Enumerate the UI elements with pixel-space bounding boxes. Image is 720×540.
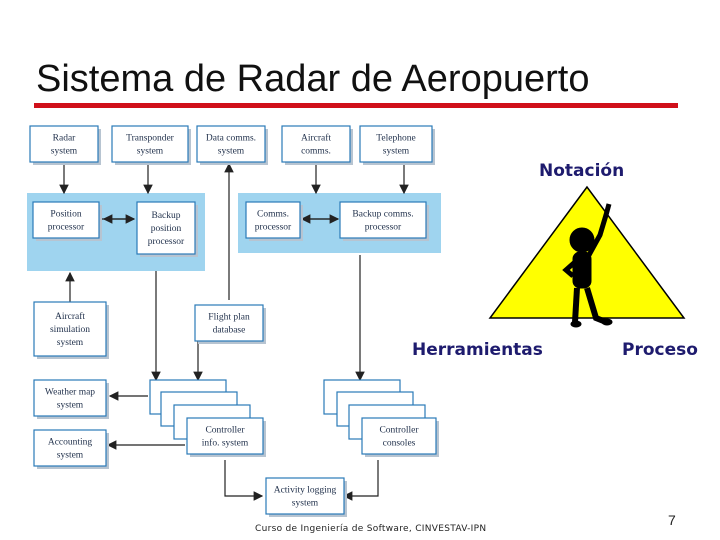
commsproc-label-0: Comms.	[257, 210, 289, 220]
transponder-label-1: system	[137, 147, 164, 157]
flightplan-label-1: database	[213, 326, 246, 336]
position-label-1: processor	[48, 223, 85, 233]
datacomms-box: Data comms. system	[196, 125, 268, 165]
weathermap-label-0: Weather map	[45, 388, 95, 398]
simulation-label-2: system	[57, 338, 84, 348]
radar-label-1: system	[51, 147, 78, 157]
controllerconsoles-box: Controller consoles	[361, 417, 439, 457]
controllerinfo-label-1: info. system	[202, 438, 249, 449]
datacomms-label-0: Data comms.	[206, 134, 256, 144]
process-label: Proceso	[622, 340, 698, 360]
transponder-label-0: Transponder	[126, 134, 175, 144]
accounting-box: Accounting system	[33, 429, 109, 469]
simulation-label-1: simulation	[50, 325, 90, 335]
backupcomms-label-0: Backup comms.	[352, 210, 413, 220]
activitylog-label-0: Activity logging	[274, 486, 337, 496]
tools-label: Herramientas	[412, 340, 543, 360]
telephone-label-1: system	[383, 147, 410, 157]
weathermap-label-1: system	[57, 401, 84, 411]
weathermap-box: Weather map system	[33, 379, 109, 419]
datacomms-label-1: system	[218, 147, 245, 157]
footer-text: Curso de Ingeniería de Software, CINVEST…	[255, 524, 487, 534]
backupcomms-label-1: processor	[365, 223, 402, 233]
flightplan-label-0: Flight plan	[208, 313, 250, 323]
simulation-label-0: Aircraft	[55, 311, 85, 322]
commsproc-box: Comms. processor	[245, 201, 303, 241]
controllerconsoles-label-1: consoles	[383, 439, 416, 449]
backupposition-box: Backup position processor	[136, 201, 198, 257]
flightplan-box: Flight plan database	[194, 304, 266, 344]
slide-title: Sistema de Radar de Aeropuerto	[36, 58, 590, 100]
commsproc-label-1: processor	[255, 223, 292, 233]
aircraftcomms-box: Aircraft comms.	[281, 125, 353, 165]
telephone-box: Telephone system	[359, 125, 435, 165]
controllerinfo-box: Controller info. system	[186, 417, 266, 457]
transponder-box: Transponder system	[111, 125, 191, 165]
controllerconsoles-label-0: Controller	[379, 426, 419, 436]
backupposition-label-0: Backup	[151, 211, 180, 221]
stick-figure-icon	[562, 203, 613, 328]
aircraftcomms-label-1: comms.	[301, 147, 331, 157]
accounting-label-1: system	[57, 451, 84, 461]
notation-label: Notación	[539, 161, 625, 181]
backupposition-label-2: processor	[148, 237, 185, 247]
position-label-0: Position	[50, 210, 81, 220]
radar-box: Radar system	[29, 125, 101, 165]
title-rule	[34, 103, 678, 108]
accounting-label-0: Accounting	[48, 438, 93, 448]
page-number: 7	[668, 512, 676, 528]
backupposition-label-1: position	[151, 224, 182, 234]
controllerinfo-label-0: Controller	[205, 426, 245, 436]
telephone-label-0: Telephone	[376, 134, 415, 144]
position-box: Position processor	[32, 201, 102, 241]
radar-label-0: Radar	[53, 134, 77, 144]
aircraftcomms-label-0: Aircraft	[301, 133, 331, 144]
activitylog-label-1: system	[292, 499, 319, 509]
activitylog-box: Activity logging system	[265, 477, 347, 517]
simulation-box: Aircraft simulation system	[33, 301, 109, 359]
backupcomms-box: Backup comms. processor	[339, 201, 429, 241]
